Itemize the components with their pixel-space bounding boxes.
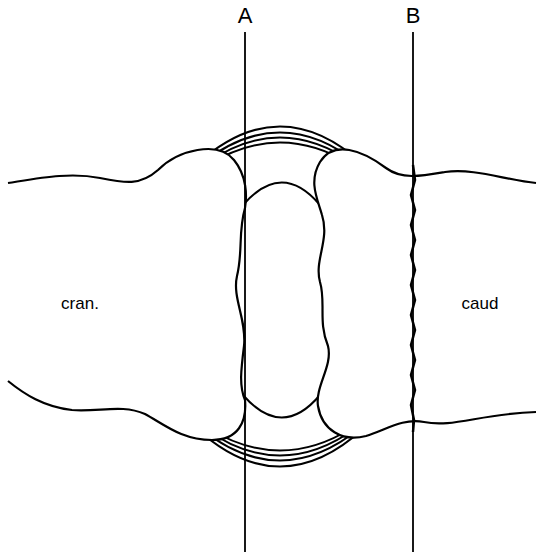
direction-label: cran. xyxy=(59,294,101,313)
caudal-vertebra xyxy=(314,149,536,437)
section-label: B xyxy=(404,4,423,28)
nucleus-outline xyxy=(243,395,320,418)
section-line xyxy=(244,32,246,552)
section-line xyxy=(412,32,414,552)
nucleus-outline xyxy=(243,183,320,206)
direction-label: caud xyxy=(460,294,501,313)
cranial-vertebra xyxy=(8,149,246,440)
section-label: A xyxy=(236,4,255,28)
